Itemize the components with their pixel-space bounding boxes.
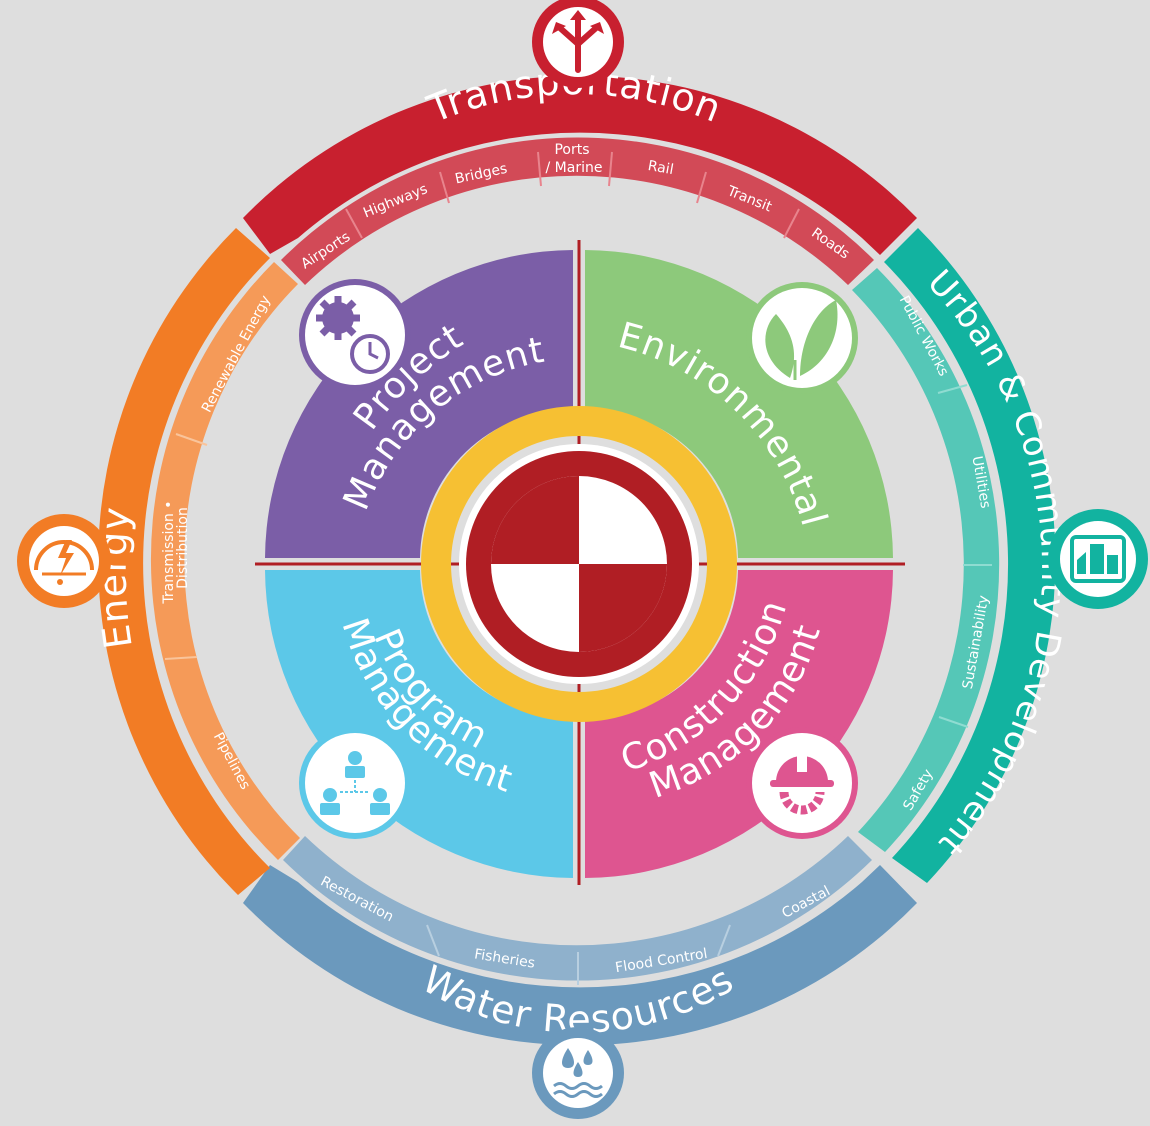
program-quadrant [265, 570, 573, 878]
sector-transportation: Airports Highways Bridges Ports / Marine… [243, 0, 917, 285]
project-quadrant [265, 250, 573, 558]
urban-item-dividers [937, 384, 992, 728]
water-band [243, 865, 917, 1046]
water-drops-icon [532, 1027, 624, 1119]
sector-energy: Renewable Energy Transmission • Distribu… [17, 228, 300, 895]
water-items-band [283, 836, 872, 981]
org-chart-icon [299, 727, 411, 839]
service-environmental: Environmental [585, 250, 893, 558]
transportation-band [243, 75, 917, 255]
water-item-dividers [426, 924, 731, 985]
urban-items-band [852, 268, 1000, 852]
transportation-item-rail: Rail [647, 158, 675, 178]
sector-urban: Public Works Utilities Sustainability Sa… [852, 228, 1148, 883]
leaf-icon [746, 282, 858, 394]
energy-gauge-icon [17, 514, 111, 608]
transportation-item-dividers [345, 151, 800, 239]
transportation-item-ports: Ports [554, 142, 589, 158]
split-arrows-icon [532, 0, 624, 88]
urban-band [884, 228, 1056, 883]
energy-item-dividers [164, 433, 208, 660]
energy-band [98, 228, 270, 895]
transportation-item-marine: / Marine [546, 160, 603, 176]
transportation-items-band [281, 137, 874, 285]
energy-items-band [150, 262, 300, 860]
center-logo [459, 444, 699, 684]
construction-quadrant [585, 570, 893, 878]
gold-ring [421, 406, 737, 722]
hardhat-gear-icon [746, 727, 858, 839]
city-plan-icon [1048, 509, 1148, 609]
energy-item-transmission: Transmission • [161, 500, 177, 604]
environmental-quadrant [585, 250, 893, 558]
gear-clock-icon [299, 279, 411, 391]
energy-item-distribution: Distribution [175, 507, 191, 589]
